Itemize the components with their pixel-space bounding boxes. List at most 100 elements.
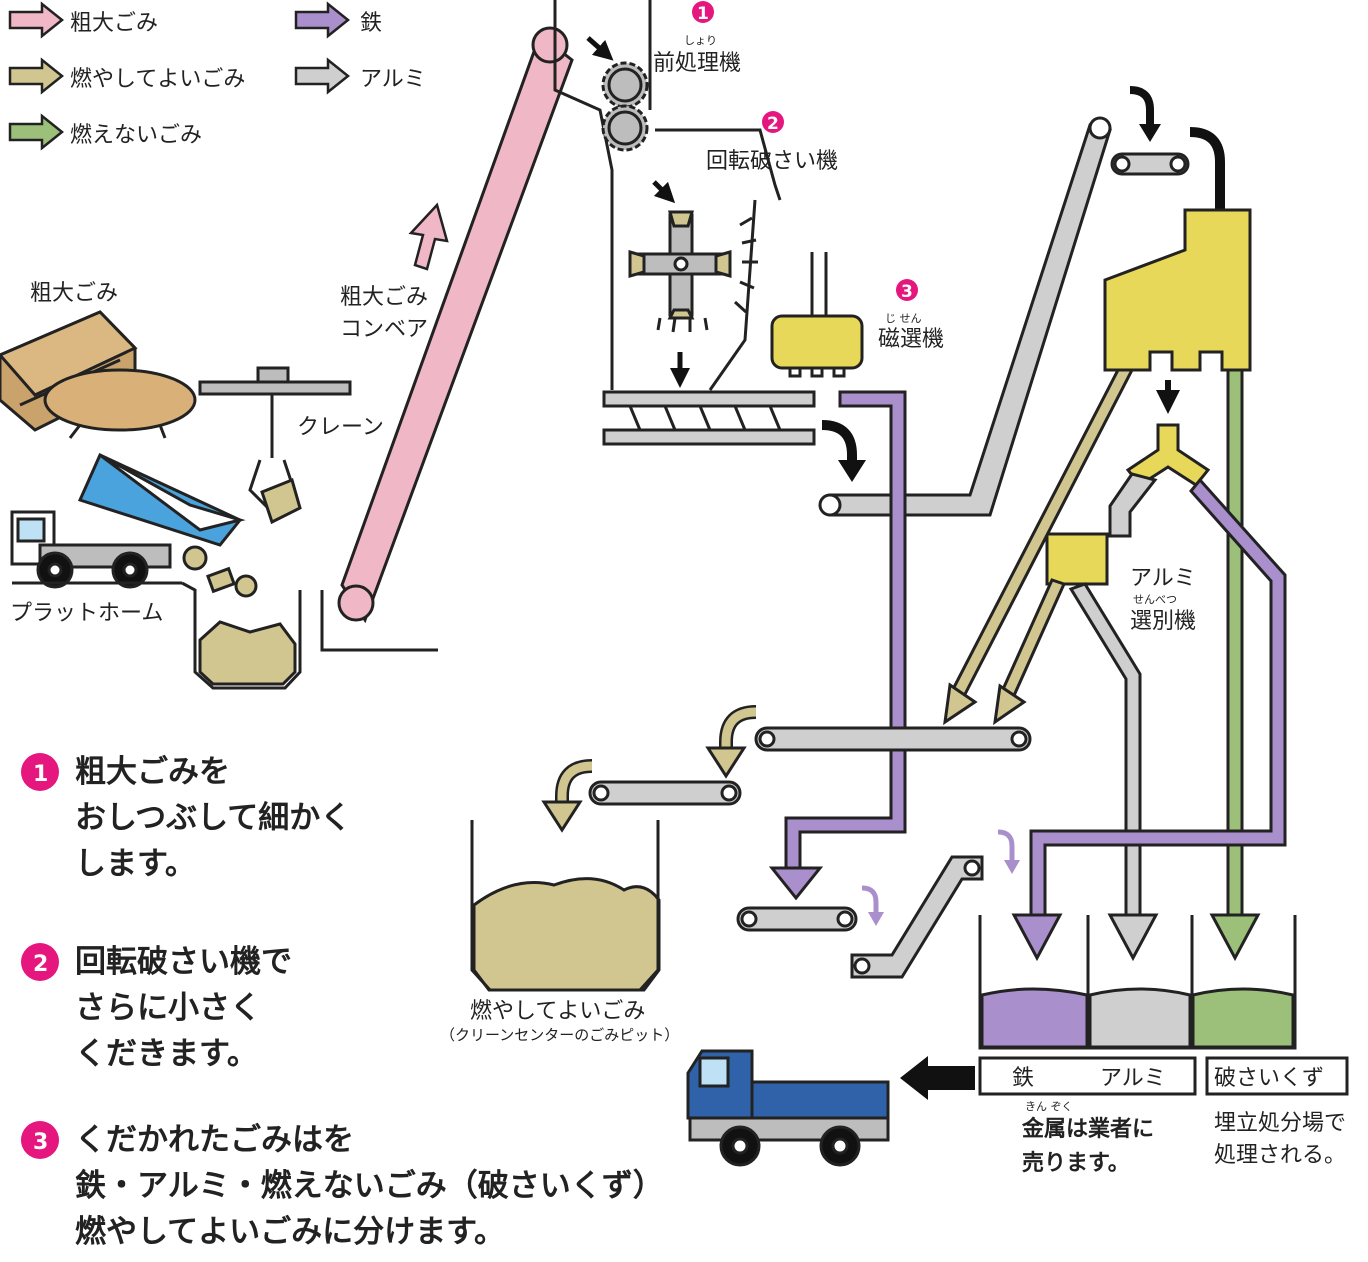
legend-arrow-alumi — [294, 57, 351, 95]
step-1: 1 粗大ごみを おしつぶして細かく します。 — [21, 753, 351, 882]
metal-label-1: 金属は業者に — [1021, 1116, 1154, 1142]
legend-arrow-iron — [294, 1, 351, 39]
magnet-label: 磁選機 — [878, 327, 944, 352]
svg-text:3: 3 — [33, 1130, 48, 1155]
platform-label: プラットホーム — [10, 601, 163, 626]
step-1-marker — [21, 753, 59, 791]
legend-label-alumi: アルミ — [360, 67, 426, 92]
purple-small-arrow-2 — [997, 829, 1015, 860]
blue-truck — [686, 1049, 890, 1167]
conveyor-label-1: 粗大ごみ — [340, 285, 428, 310]
pit-debris — [182, 545, 297, 686]
bin-label-waste: 破さいくず — [1214, 1066, 1324, 1091]
step-3-line-1: くだかれたごみはを — [75, 1122, 354, 1158]
pre-label: 前処理機 — [653, 51, 741, 76]
pre-processor-gears — [601, 61, 649, 152]
step-2-line-2: さらに小さく — [75, 990, 261, 1026]
alumi-ruby: せんべつ — [1133, 593, 1177, 606]
black-arrow-top-head — [1139, 124, 1161, 142]
legend-label-iron: 鉄 — [360, 11, 382, 36]
magnet-ruby: じ せん — [885, 312, 922, 325]
green-chute — [1209, 368, 1261, 962]
step-2: 2 回転破さい機で さらに小さく くだきます。 — [21, 943, 292, 1072]
svg-text:3: 3 — [901, 282, 913, 302]
middle-conveyor — [754, 726, 1032, 752]
svg-text:1: 1 — [697, 4, 709, 24]
rotary-crusher — [628, 210, 732, 320]
y-splitter — [1125, 423, 1211, 487]
garbage-pit — [470, 820, 661, 992]
step-3-line-2: 鉄・アルミ・燃えないごみ（破さいくず） — [75, 1168, 664, 1204]
sodai-label: 粗大ごみ — [30, 281, 118, 306]
purple-chute-right — [1011, 477, 1287, 962]
alumi-separator-box — [1045, 532, 1109, 586]
crane-label: クレーン — [297, 415, 384, 440]
alumi-label-2: 選別機 — [1130, 609, 1196, 634]
marker-3: 3 — [896, 279, 918, 302]
svg-text:2: 2 — [33, 952, 48, 977]
sodai-conveyor — [337, 26, 574, 624]
step-2-marker — [21, 943, 59, 981]
bin-label-alumi: アルミ — [1100, 1066, 1166, 1091]
black-arrow-top — [1129, 86, 1154, 128]
tan-curl-arrow-2-fill — [557, 761, 593, 806]
yellow-hopper — [1103, 208, 1252, 372]
alumi-label-1: アルミ — [1130, 566, 1196, 591]
marker-2: 2 — [762, 111, 784, 134]
black-curved-arrowhead — [838, 460, 866, 482]
dump-truck — [10, 452, 246, 589]
legend-arrow-burnable — [8, 57, 65, 95]
magnet-separator — [770, 252, 864, 378]
legend-arrow-nonburnable — [8, 113, 65, 151]
purple-chute-left — [768, 390, 907, 901]
bin-labels — [978, 1056, 1349, 1096]
marker-1: 1 — [692, 1, 714, 24]
purple-small-arrow-1 — [861, 885, 879, 912]
pit-sublabel: （クリーンセンターのごみピット） — [440, 1026, 679, 1044]
legend-label-nonburnable: 燃えないごみ — [70, 123, 202, 148]
purple-small-arrowhead-2 — [1004, 860, 1020, 874]
rotary-label: 回転破さい機 — [706, 149, 838, 174]
legend-arrow-sodai — [8, 1, 65, 39]
alumi-lift-conveyor — [818, 116, 1112, 517]
gray-chute — [1068, 472, 1159, 962]
step-3-line-3: 燃やしてよいごみに分けます。 — [75, 1214, 505, 1250]
up-arrow-pink — [408, 202, 449, 271]
platform — [12, 581, 438, 690]
tan-chutes — [943, 368, 1135, 726]
landfill-label-2: 処理される。 — [1214, 1143, 1346, 1168]
step-3: 3 くだかれたごみはを 鉄・アルミ・燃えないごみ（破さいくず） 燃やしてよいごみ… — [21, 1121, 664, 1250]
arrow-to-truck — [900, 1056, 975, 1100]
grate-conveyor — [602, 390, 816, 446]
bottom-conveyor — [736, 855, 984, 979]
step-2-line-1: 回転破さい機で — [75, 944, 292, 980]
machine-housing — [553, 0, 782, 391]
metal-label-2: 売ります。 — [1022, 1150, 1130, 1176]
tan-curl-arrowhead-1 — [705, 746, 747, 779]
legend: 粗大ごみ 鉄 燃やしてよいごみ アルミ 燃えないごみ — [8, 1, 426, 151]
metal-ruby: きん ぞく — [1025, 1100, 1073, 1113]
step-2-line-3: くだきます。 — [75, 1036, 258, 1072]
black-curved-arrow — [821, 420, 857, 467]
tan-curl-arrowhead-2 — [541, 800, 583, 833]
crusher-motion-lines — [656, 216, 758, 333]
step-3-marker — [21, 1121, 59, 1159]
svg-text:1: 1 — [33, 762, 48, 787]
conveyor-label-2: コンベア — [340, 317, 428, 342]
bin-label-iron: 鉄 — [1012, 1066, 1034, 1091]
pit-label: 燃やしてよいごみ — [470, 999, 645, 1024]
svg-text:2: 2 — [767, 114, 779, 134]
pre-ruby: しょり — [684, 34, 717, 47]
crane — [198, 366, 352, 525]
black-arrow-big — [1189, 127, 1225, 232]
step-1-line-2: おしつぶして細かく — [75, 800, 351, 836]
arrow-into-rotary — [652, 180, 676, 204]
purple-small-arrowhead-1 — [868, 912, 884, 926]
tan-curl-arrow-1-fill — [721, 707, 757, 752]
step-1-line-1: 粗大ごみを — [75, 754, 230, 790]
small-top-conveyor — [1110, 152, 1190, 176]
lower-conveyor — [588, 780, 742, 806]
legend-label-burnable: 燃やしてよいごみ — [70, 67, 245, 92]
furniture-illustration — [0, 310, 197, 439]
